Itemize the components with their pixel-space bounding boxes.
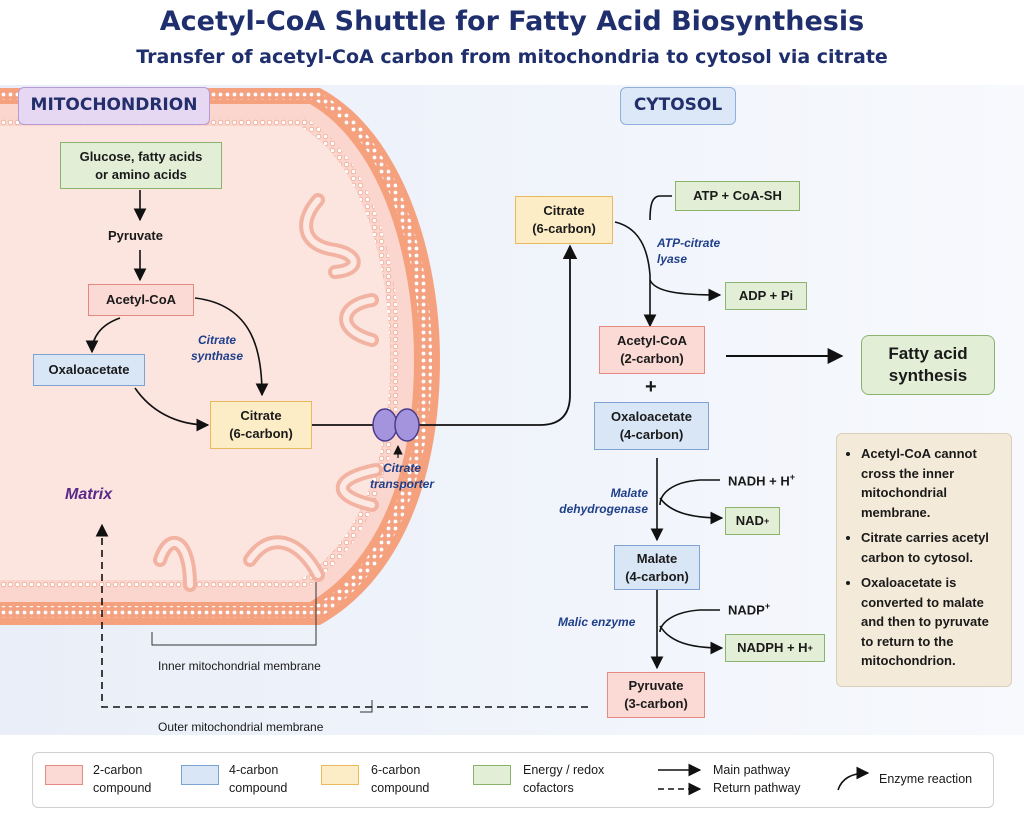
note-item: Citrate carries acetyl carbon to cytosol… (861, 528, 1001, 567)
inner-membrane-label: Inner mitochondrial membrane (158, 659, 321, 673)
arrow-return-pathway (95, 523, 588, 708)
inner-membrane (0, 104, 414, 602)
arrow-atp-input (649, 195, 672, 221)
mito-oxaloacetate: Oxaloacetate (33, 354, 145, 386)
legend-swatch-6c (321, 765, 359, 785)
legend-swatch-2c (45, 765, 83, 785)
source-line2: or amino acids (95, 166, 187, 182)
arrow-nadp-input (659, 609, 720, 633)
outer-membrane-pointer (360, 700, 373, 713)
cyto-citrate: Citrate(6-carbon) (515, 196, 613, 244)
inner-membrane-pointer (151, 582, 317, 646)
legend-swatch-cofactor (473, 765, 511, 785)
source-box: Glucose, fatty acids or amino acids (60, 142, 222, 189)
malic-enzyme-label: Malic enzyme (558, 615, 636, 629)
note-item: Acetyl-CoA cannot cross the inner mitoch… (861, 444, 1001, 522)
nadp-label: NADP+ (728, 601, 771, 618)
note-item: Oxaloacetate is converted to malate and … (861, 573, 1001, 671)
citrate-transporter (372, 408, 420, 442)
legend-swatch-4c (181, 765, 219, 785)
adp-pi-box: ADP + Pi (725, 282, 807, 310)
arrow-citrate-acetyl (614, 221, 657, 328)
arrow-acetyl-oaa (85, 317, 121, 354)
page-subtitle: Transfer of acetyl-CoA carbon from mitoc… (136, 46, 888, 68)
cyto-malate: Malate(4-carbon) (614, 545, 700, 590)
nadh-label: NADH + H+ (728, 472, 796, 489)
atp-coa-box: ATP + CoA-SH (675, 181, 800, 211)
arrow-adp-output (649, 279, 722, 302)
source-line1: Glucose, fatty acids (79, 148, 203, 164)
mitochondrion-tag: MITOCHONDRION (18, 87, 210, 125)
plus-sign: + (645, 376, 657, 398)
cytosol-tag: CYTOSOL (620, 87, 736, 125)
arrow-acetyl-citrate (194, 297, 269, 397)
arrow-nad-output (659, 497, 724, 525)
cyto-oxaloacetate: Oxaloacetate(4-carbon) (594, 402, 709, 450)
arrow-nadh-input (659, 479, 720, 506)
cyto-acetyl-coa: Acetyl-CoA(2-carbon) (599, 326, 705, 374)
mito-pyruvate: Pyruvate (108, 228, 163, 243)
notes-panel: Acetyl-CoA cannot cross the inner mitoch… (836, 433, 1012, 687)
nadph-box: NADPH + H+ (725, 634, 825, 662)
arrow-citrate-transport (312, 244, 578, 426)
arrow-oaa-citrate (134, 387, 210, 432)
cyto-pyruvate: Pyruvate(3-carbon) (607, 672, 705, 718)
legend-enzyme-curve (837, 766, 870, 791)
matrix-label: Matrix (65, 486, 113, 503)
arrow-nadph-output (659, 625, 724, 655)
legend-enzyme-label: Enzyme reaction (879, 772, 973, 786)
mito-acetyl-coa: Acetyl-CoA (88, 284, 194, 316)
outer-membrane-label: Outer mitochondrial membrane (158, 720, 324, 734)
nad-box: NAD+ (725, 507, 780, 535)
mito-citrate: Citrate(6-carbon) (210, 401, 312, 449)
page-title: Acetyl-CoA Shuttle for Fatty Acid Biosyn… (159, 6, 865, 37)
